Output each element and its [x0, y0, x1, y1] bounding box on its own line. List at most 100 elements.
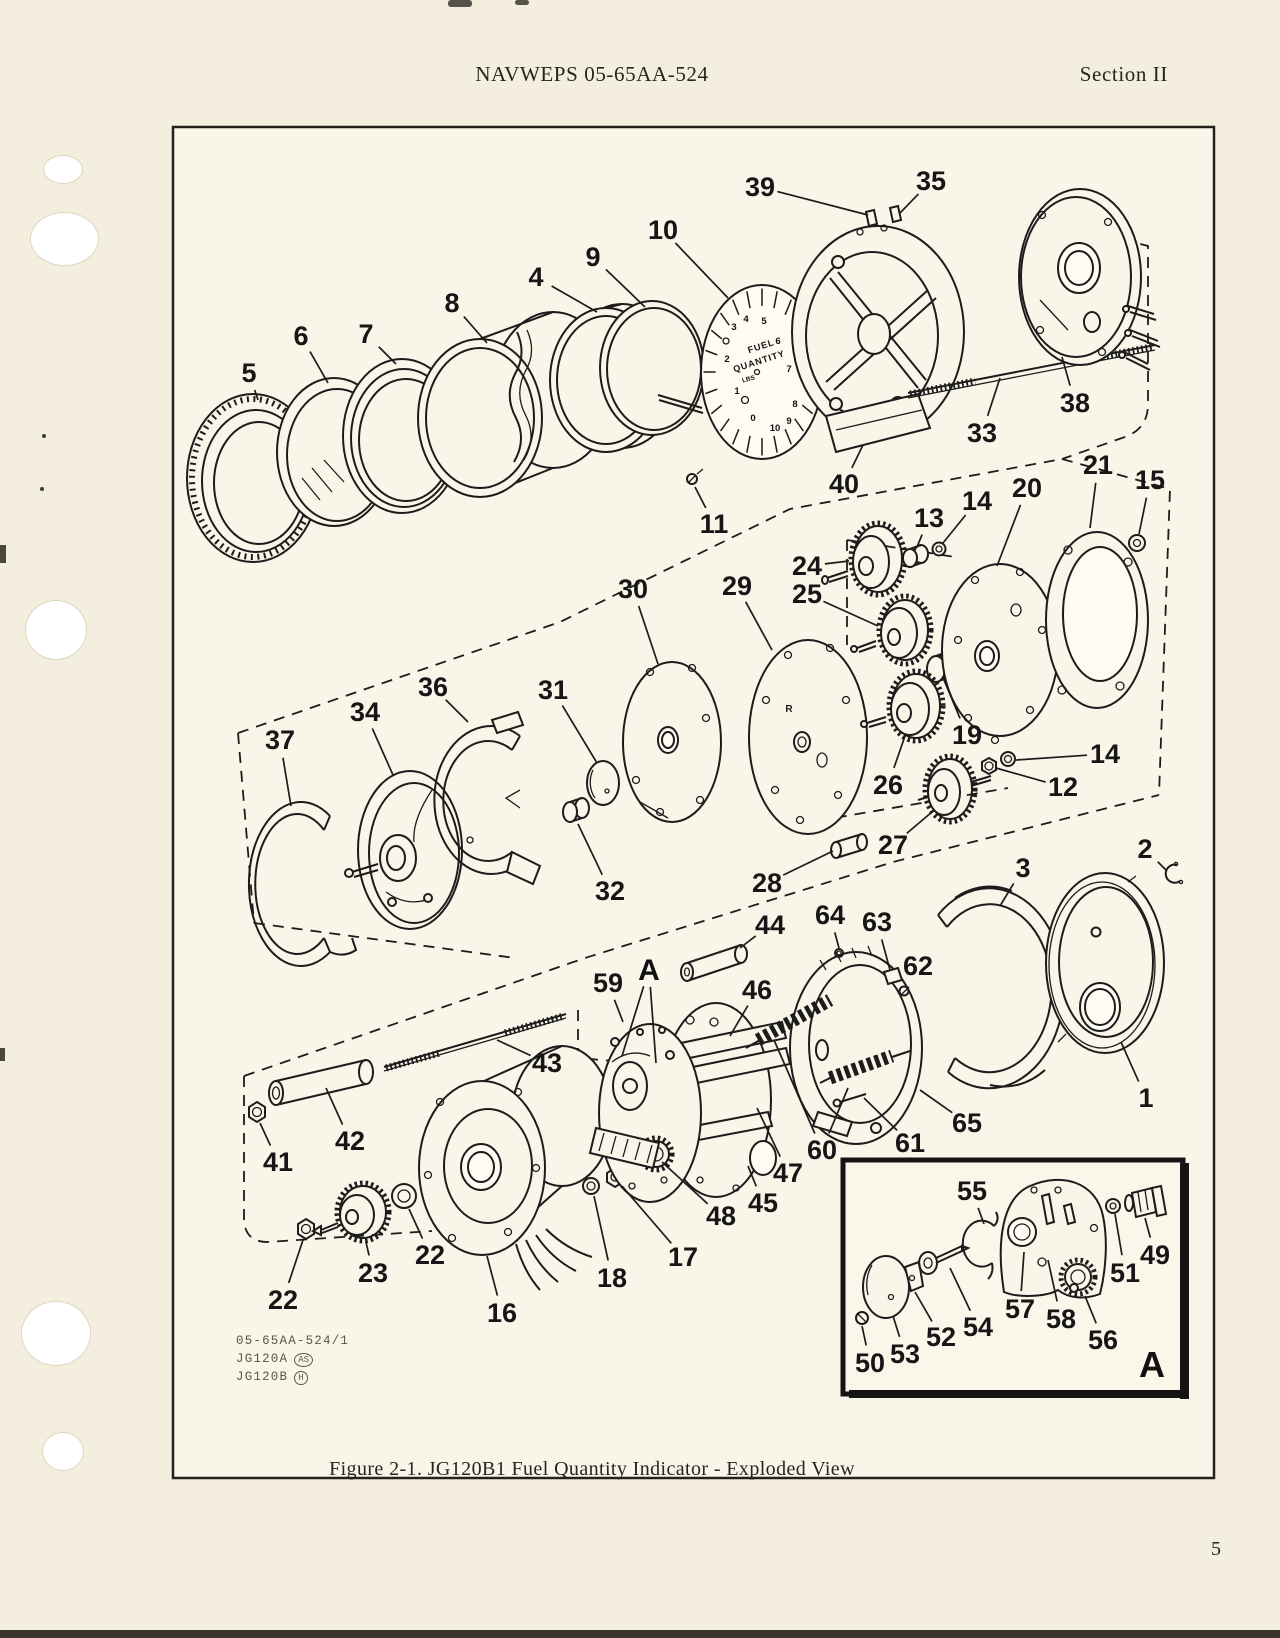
callout-2: 2: [1137, 834, 1152, 864]
part-28-pin: [830, 833, 868, 859]
leader-line: [943, 679, 961, 719]
part-40-mechanism-housing: [791, 224, 965, 454]
part-50-screw: [855, 1311, 869, 1325]
leader-line: [863, 1097, 898, 1132]
leader-line: [1138, 497, 1148, 535]
dial-number-9: 9: [786, 416, 791, 427]
leader-line: [287, 1239, 304, 1284]
leader-line: [1047, 1259, 1058, 1302]
leader-line: [999, 882, 1015, 907]
callout-1: 1: [1138, 1083, 1153, 1113]
part-54-screw-pin: [918, 1244, 971, 1275]
leader-line: [1120, 1041, 1140, 1082]
callout-20: 20: [1012, 473, 1042, 503]
dial-tick: [784, 428, 792, 445]
part-31-disc: [586, 760, 620, 806]
part-14-washer: [931, 541, 947, 557]
callout-15: 15: [1135, 465, 1165, 495]
leader-line: [674, 242, 729, 299]
callout-52: 52: [926, 1322, 956, 1352]
dial-number-5: 5: [761, 316, 767, 327]
leader-line: [309, 351, 329, 384]
callout-39: 39: [745, 172, 775, 202]
part-65-damper-drum: [789, 945, 923, 1145]
leader-line: [949, 1267, 972, 1312]
callout-6: 6: [293, 321, 308, 351]
callout-4: 4: [528, 262, 543, 292]
figure-caption: Figure 2-1. JG120B1 Fuel Quantity Indica…: [329, 1458, 855, 1480]
part-39-35-setscrews: [864, 204, 903, 228]
leader-line: [661, 1161, 709, 1205]
scan-speck: [42, 434, 46, 438]
dial-tick: [705, 388, 718, 395]
part-37-c-ring: [247, 801, 358, 967]
leader-line: [325, 1087, 344, 1125]
part-12-nut: [981, 756, 997, 776]
part-18-washer: [582, 1177, 600, 1195]
callout-57: 57: [1005, 1294, 1035, 1324]
leader-line: [621, 1185, 672, 1244]
leader-line: [782, 850, 834, 876]
leader-line: [823, 600, 879, 627]
doc-number: NAVWEPS 05-65AA-524: [475, 62, 709, 86]
part-11-screw: [686, 468, 704, 485]
leader-line: [371, 728, 394, 776]
callout-11: 11: [700, 509, 729, 539]
callout-47: 47: [773, 1158, 803, 1188]
leader-line: [621, 985, 645, 1057]
callout-58: 58: [1046, 1304, 1076, 1334]
detail-marker-a: A: [1139, 1344, 1165, 1385]
leader-line: [551, 285, 598, 313]
callout-44: 44: [755, 910, 785, 940]
callout-56: 56: [1088, 1325, 1118, 1355]
part-29-gear-plate: R: [748, 639, 868, 835]
leader-line: [577, 823, 604, 876]
part-1-rear-cover: [1045, 872, 1165, 1054]
dial-tick: [732, 299, 740, 316]
callout-30: 30: [618, 574, 648, 604]
leader-line: [916, 534, 923, 548]
callout-8: 8: [444, 288, 459, 318]
callout-60: 60: [807, 1135, 837, 1165]
stamp-badge-h: H: [294, 1371, 308, 1385]
part-49-adjust-knob: [1124, 1184, 1168, 1219]
callout-55: 55: [957, 1176, 987, 1206]
callout-51: 51: [1110, 1258, 1140, 1288]
callout-43: 43: [532, 1048, 562, 1078]
callout-49: 49: [1140, 1240, 1170, 1270]
callout-7: 7: [358, 319, 373, 349]
leader-line: [378, 346, 397, 365]
dial-tick: [719, 312, 730, 326]
part-61-adjuster-pin: [832, 1093, 867, 1108]
callout-26: 26: [873, 770, 903, 800]
callout-53: 53: [890, 1339, 920, 1369]
leader-line: [259, 1122, 272, 1147]
dial-tick: [801, 404, 814, 415]
dial-number-4: 4: [743, 314, 749, 325]
leader-line: [1020, 1251, 1025, 1292]
leader-line: [463, 315, 488, 344]
callout-59: 59: [593, 968, 623, 998]
scan-edge-strip: [0, 1630, 1280, 1638]
dial-number-6: 6: [775, 336, 780, 347]
leader-line: [861, 1325, 868, 1346]
leader-line: [282, 757, 292, 807]
part-51-washer: [1105, 1198, 1121, 1214]
callout-29: 29: [722, 571, 752, 601]
leader-line: [1061, 356, 1071, 386]
callout-9: 9: [585, 242, 600, 272]
callout-40: 40: [829, 469, 859, 499]
leader-line: [1084, 1295, 1097, 1324]
leader-line: [833, 932, 840, 949]
part-33-shaft-rod: [907, 343, 1156, 399]
part-27-gear-shaft: [917, 753, 992, 825]
leader-lines: [253, 190, 1167, 1346]
detail-markers: AA: [638, 954, 1165, 1385]
part-53-cam-disc: [862, 1255, 910, 1319]
dial-number-1: 1: [734, 386, 740, 397]
part-42-spacer-tube: [268, 1059, 374, 1106]
callout-5: 5: [241, 358, 256, 388]
